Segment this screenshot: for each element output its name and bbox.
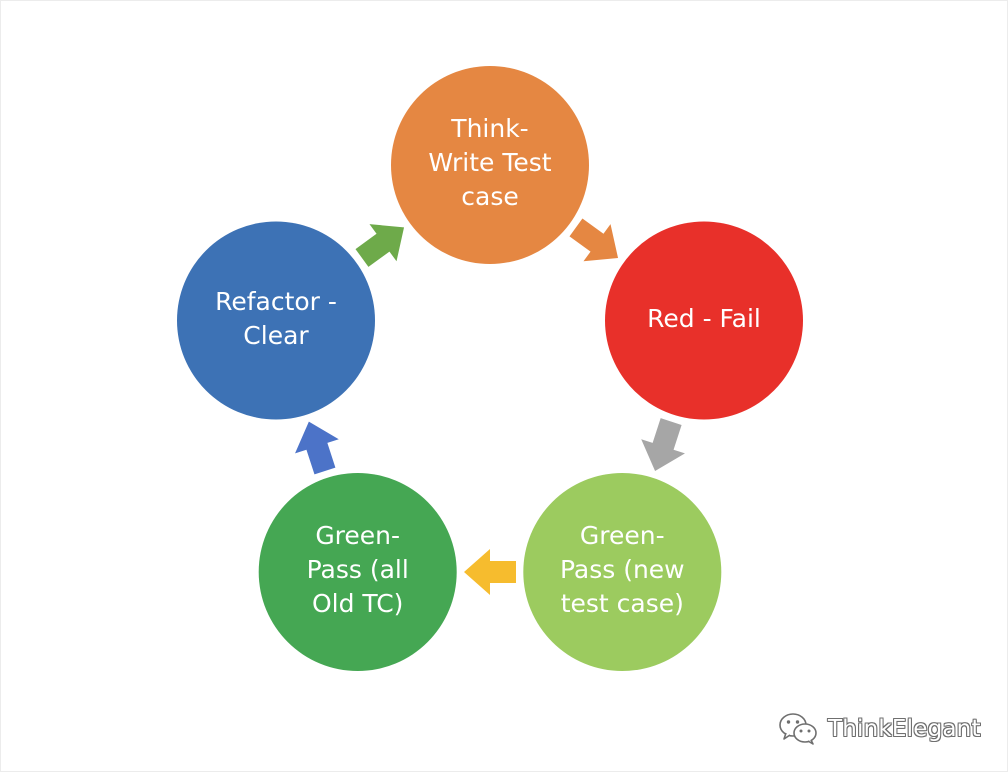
arrow-green-all-to-refactor — [295, 421, 339, 475]
node-label-green-new: Green- Pass (new test case) — [527, 519, 717, 621]
node-label-refactor: Refactor - Clear — [181, 285, 371, 353]
node-label-line: Pass (all — [306, 555, 409, 584]
wechat-icon — [779, 713, 817, 745]
arrow-refactor-to-think — [355, 224, 405, 267]
node-label-line: test case) — [560, 589, 684, 618]
watermark: ThinkElegant — [778, 709, 981, 749]
node-label-line: Green- — [315, 521, 401, 550]
node-label-line: Refactor - — [215, 286, 337, 316]
node-green-new — [523, 473, 722, 671]
node-label-line: Red - Fail — [647, 303, 761, 333]
node-label-line: Old TC) — [311, 589, 404, 618]
node-label-line: Pass (new — [559, 555, 685, 584]
node-label-line: Think- — [451, 114, 529, 143]
node-label-line: Clear — [243, 320, 309, 350]
node-label-red: Red - Fail — [609, 302, 799, 336]
node-think — [391, 66, 589, 264]
arrow-red-to-green-new — [641, 418, 685, 472]
node-label-line: Write Test — [428, 148, 552, 177]
node-red — [605, 221, 803, 420]
watermark-text: ThinkElegant — [828, 716, 981, 742]
node-label-line: case — [461, 182, 519, 211]
arrow-think-to-red — [569, 218, 619, 262]
arrow-green-new-to-green-all — [464, 549, 516, 595]
node-label-line: Green- — [579, 521, 665, 550]
node-refactor — [177, 221, 375, 420]
node-label-think: Think- Write Test case — [395, 112, 585, 214]
node-green-all — [258, 473, 457, 671]
